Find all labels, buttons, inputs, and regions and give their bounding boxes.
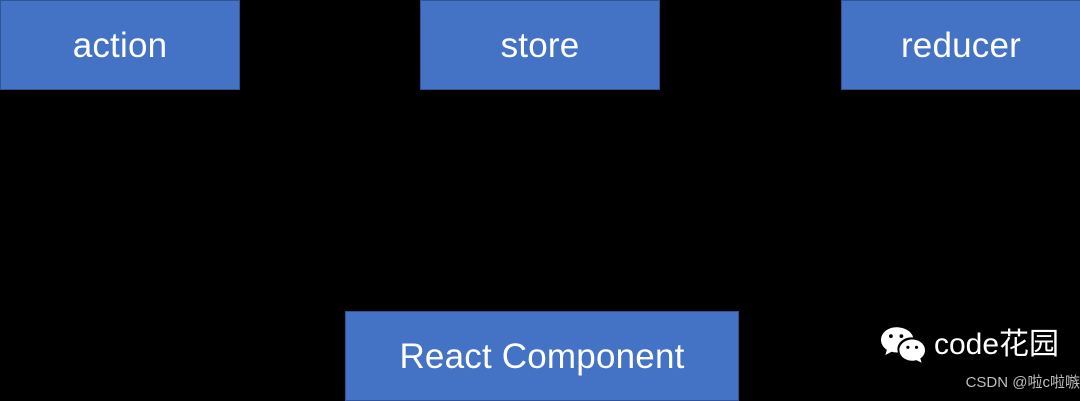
node-action[interactable]: action — [0, 0, 240, 90]
watermark-attribution: CSDN @啦c啦嗾 — [965, 374, 1080, 391]
node-reducer[interactable]: reducer — [841, 0, 1080, 90]
node-action-label: action — [72, 25, 168, 65]
watermark: code花园 CSDN @啦c啦嗾 — [880, 325, 1080, 401]
node-store[interactable]: store — [420, 0, 660, 90]
watermark-brand-text: code花园 — [934, 328, 1060, 361]
wechat-icon — [881, 327, 925, 363]
node-store-label: store — [500, 25, 580, 65]
node-reducer-label: reducer — [900, 25, 1022, 65]
node-react-component[interactable]: React Component — [345, 311, 739, 401]
watermark-brand-row: code花园 — [880, 325, 1059, 365]
node-react-component-label: React Component — [399, 336, 685, 376]
